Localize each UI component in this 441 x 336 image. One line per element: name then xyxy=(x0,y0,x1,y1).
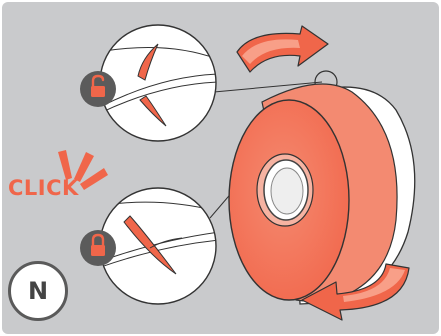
locked-padlock-icon xyxy=(80,230,116,266)
zoom-callout-unlocked xyxy=(98,25,220,141)
mode-letter: N xyxy=(28,277,48,305)
mode-badge: N xyxy=(8,261,68,321)
top-rotation-arrow xyxy=(237,26,328,72)
zoom-callout-locked xyxy=(98,188,220,304)
unlocked-padlock-icon xyxy=(80,71,116,107)
click-label: CLICK xyxy=(8,176,79,200)
